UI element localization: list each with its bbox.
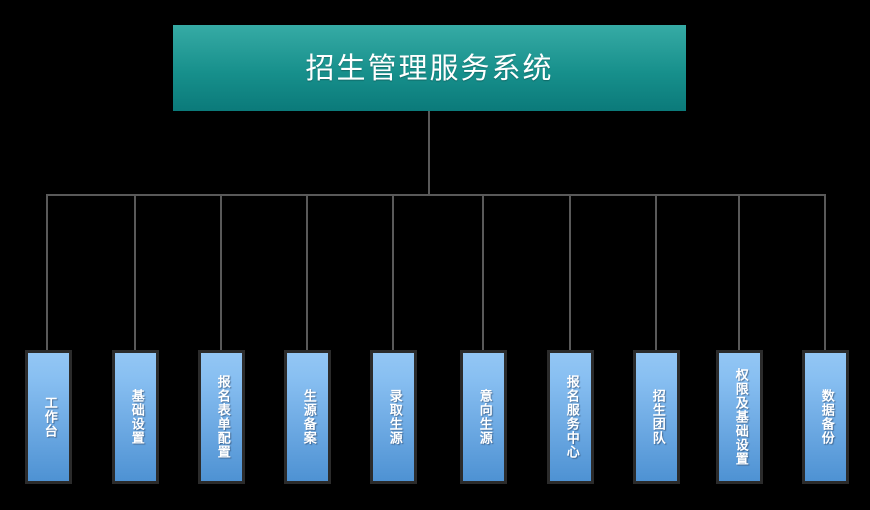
leaf-node-admissions-team[interactable]: 招生团队: [633, 350, 680, 484]
root-node-admissions-system[interactable]: 招生管理服务系统: [173, 25, 686, 111]
leaf-node-admitted-students[interactable]: 录取生源: [370, 350, 417, 484]
leaf-node-label: 基础设置: [128, 389, 144, 445]
leaf-node-application-form-config[interactable]: 报名表单配置: [198, 350, 245, 484]
drop-connector-2: [134, 194, 136, 351]
leaf-node-label: 录取生源: [386, 389, 402, 445]
leaf-node-label: 工作台: [41, 396, 57, 438]
leaf-node-permissions-and-basic-settings[interactable]: 权限及基础设置: [716, 350, 763, 484]
leaf-node-basic-settings[interactable]: 基础设置: [112, 350, 159, 484]
leaf-node-prospective-students[interactable]: 意向生源: [460, 350, 507, 484]
leaf-node-application-service-center[interactable]: 报名服务中心: [547, 350, 594, 484]
leaf-node-label: 意向生源: [476, 389, 492, 445]
root-node-label: 招生管理服务系统: [305, 50, 554, 85]
drop-connector-5: [392, 194, 394, 351]
drop-connector-1: [46, 194, 48, 351]
horizontal-bus-connector: [46, 194, 826, 196]
leaf-node-workbench[interactable]: 工作台: [25, 350, 72, 484]
drop-connector-6: [482, 194, 484, 351]
drop-connector-3: [220, 194, 222, 351]
drop-connector-7: [569, 194, 571, 351]
drop-connector-10: [824, 194, 826, 351]
leaf-node-label: 招生团队: [649, 389, 665, 445]
leaf-node-label: 报名服务中心: [563, 375, 579, 459]
drop-connector-4: [306, 194, 308, 351]
drop-connector-8: [655, 194, 657, 351]
leaf-node-label: 权限及基础设置: [732, 368, 748, 466]
leaf-node-data-backup[interactable]: 数据备份: [802, 350, 849, 484]
leaf-node-label: 数据备份: [818, 389, 834, 445]
root-stem-connector: [428, 111, 430, 196]
leaf-node-label: 生源备案: [300, 389, 316, 445]
drop-connector-9: [738, 194, 740, 351]
leaf-node-student-source-filing[interactable]: 生源备案: [284, 350, 331, 484]
leaf-node-label: 报名表单配置: [214, 375, 230, 459]
